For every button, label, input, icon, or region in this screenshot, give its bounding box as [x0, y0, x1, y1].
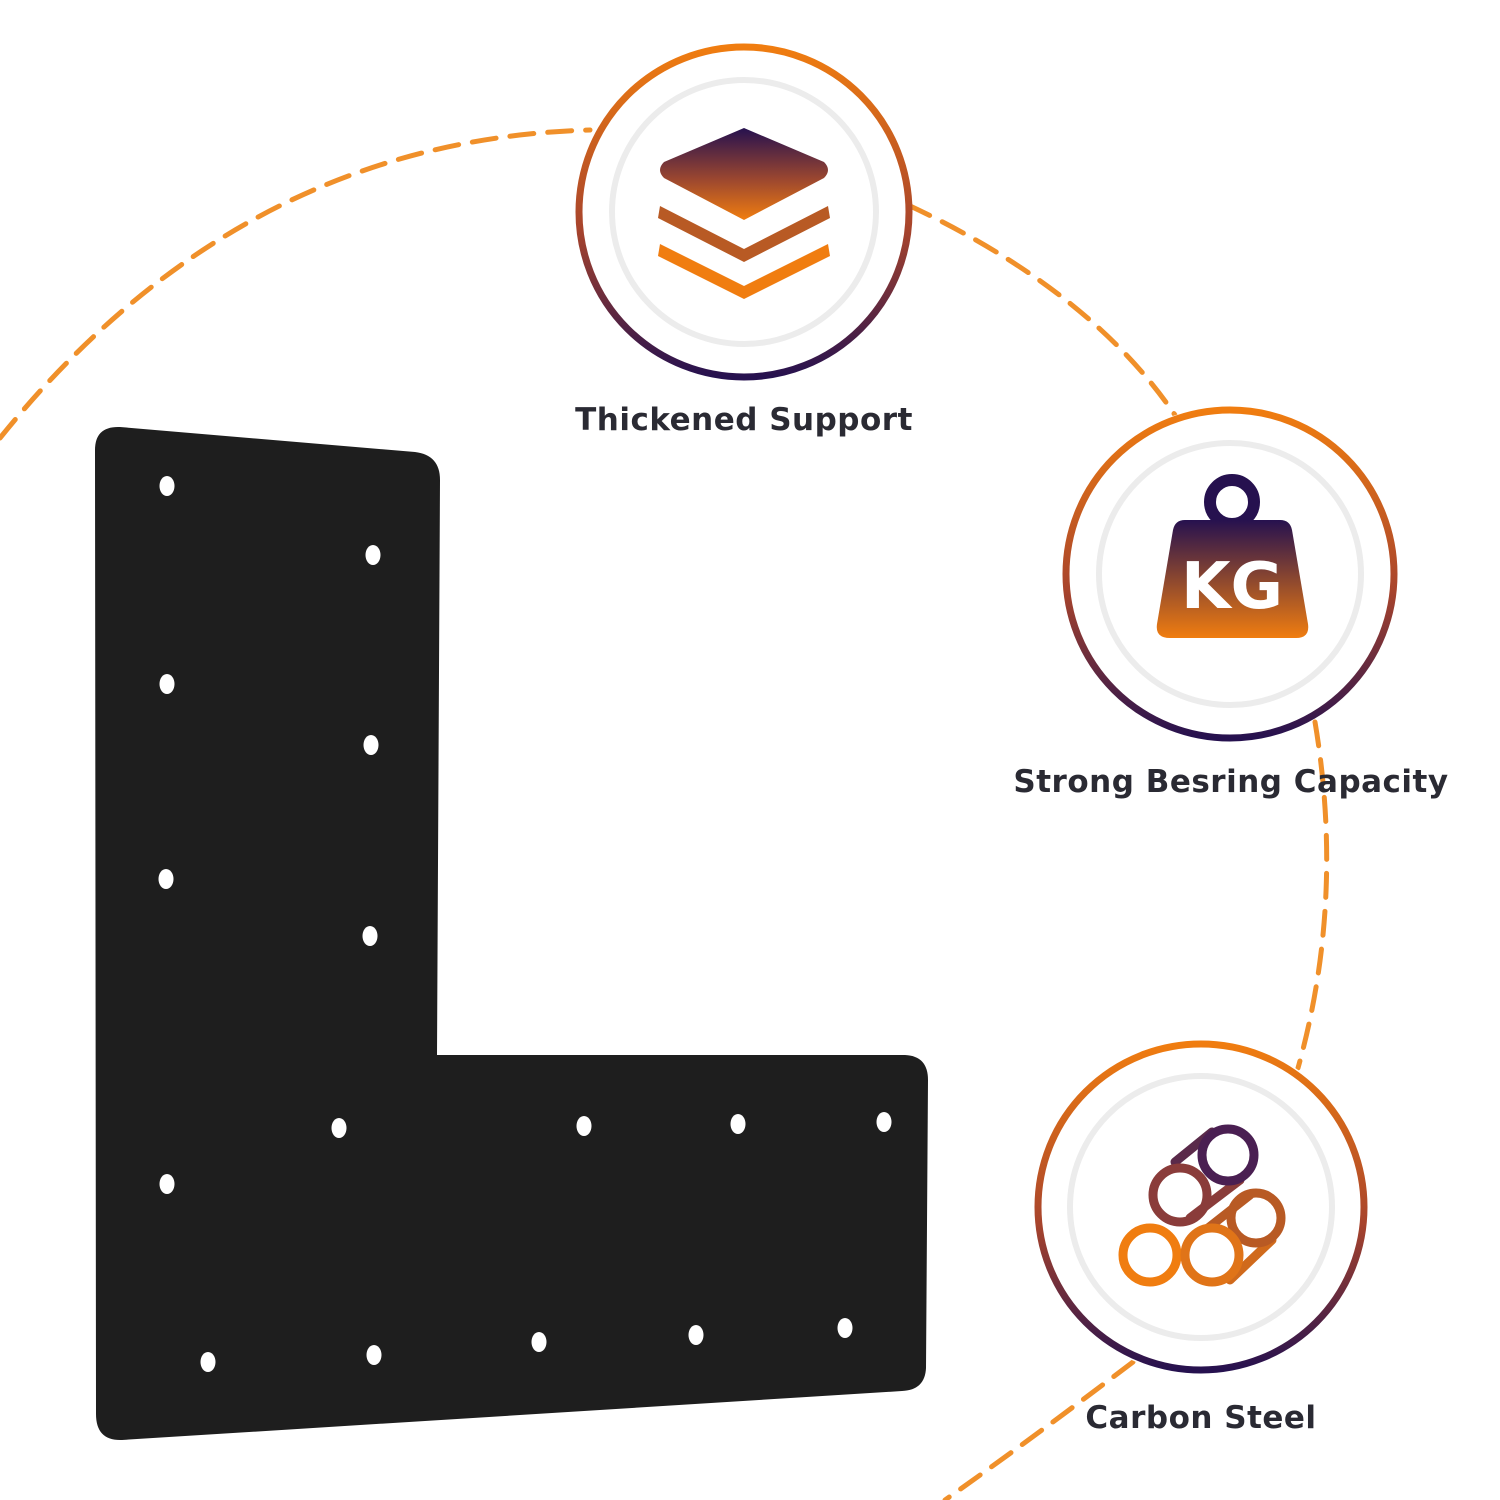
- layers-icon: [658, 128, 830, 299]
- feature-badge-bearing-capacity: KG: [1062, 406, 1398, 742]
- feature-label-bearing-capacity: Strong Besring Capacity: [1013, 764, 1449, 800]
- mounting-holes: [158, 476, 892, 1372]
- feature-badge-thickened-support: [575, 43, 913, 381]
- dashed-orbit: [0, 127, 1330, 1500]
- kg-weight-icon: KG: [1156, 474, 1309, 638]
- l-bracket-plate: [95, 426, 928, 1441]
- feature-badge-carbon-steel: [1033, 1039, 1369, 1375]
- kg-text: KG: [1181, 550, 1283, 624]
- steel-rods-icon: [1118, 1124, 1286, 1287]
- feature-label-carbon-steel: Carbon Steel: [1085, 1400, 1317, 1436]
- feature-label-thickened-support: Thickened Support: [575, 402, 913, 438]
